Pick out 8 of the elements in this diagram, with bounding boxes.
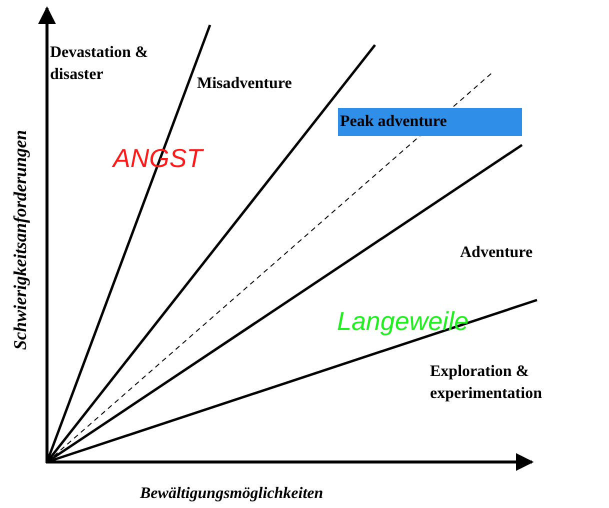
highlighted-zone-label: Peak adventure [338,108,522,136]
axis-title: Bewältigungsmöglichkeiten [140,484,324,504]
zone-label: Adventure [460,243,533,263]
axis-title: Schwierigkeitsanforderungen [9,130,31,350]
zone-label: Misadventure [197,74,292,94]
zone-label: Devastation & disaster [50,43,150,85]
zone-label: Exploration & experimentation [430,362,543,404]
zone-label: Langeweile [337,306,469,336]
